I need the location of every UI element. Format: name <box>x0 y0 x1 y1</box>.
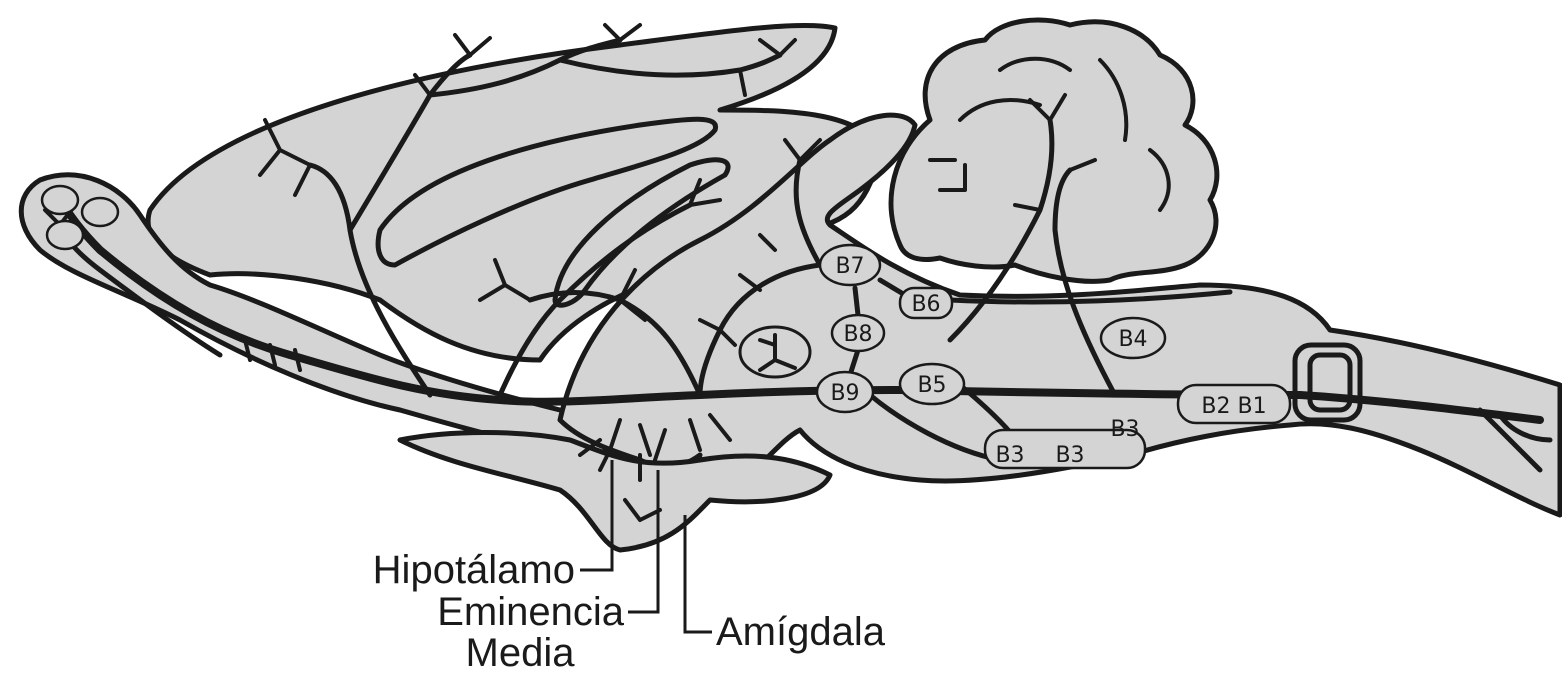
nucleus-b3-label-2: B3 <box>1055 443 1084 468</box>
nucleus-b7-label: B7 <box>835 254 864 279</box>
b7-b8-link <box>855 288 858 315</box>
nucleus-b4: B4 <box>1101 318 1165 358</box>
nucleus-b8: B8 <box>832 315 884 351</box>
median-eminence-label-line1: Eminencia <box>437 590 625 634</box>
nucleus-b6-label: B6 <box>911 292 940 317</box>
nucleus-b6: B6 <box>900 288 952 318</box>
amygdala-leader <box>685 515 712 632</box>
nucleus-b5: B5 <box>900 364 964 404</box>
nucleus-b9: B9 <box>817 372 873 412</box>
nucleus-b7: B7 <box>820 245 880 285</box>
median-eminence-label-line2: Media <box>466 631 576 675</box>
nucleus-b3-label-3: B3 <box>1110 417 1139 442</box>
nucleus-b8-label: B8 <box>843 322 872 347</box>
hypothalamus-label: Hipotálamo <box>373 548 575 592</box>
nucleus-b2-b1: B2 B1 <box>1178 385 1290 423</box>
nucleus-b2-b1-label: B2 B1 <box>1201 394 1266 419</box>
brain-outline <box>21 20 1560 550</box>
nucleus-b4-label: B4 <box>1118 327 1147 352</box>
nucleus-b3-label-1: B3 <box>995 443 1024 468</box>
amygdala-label: Amígdala <box>716 610 886 654</box>
nucleus-b9-label: B9 <box>830 381 859 406</box>
nucleus-b5-label: B5 <box>917 373 946 398</box>
